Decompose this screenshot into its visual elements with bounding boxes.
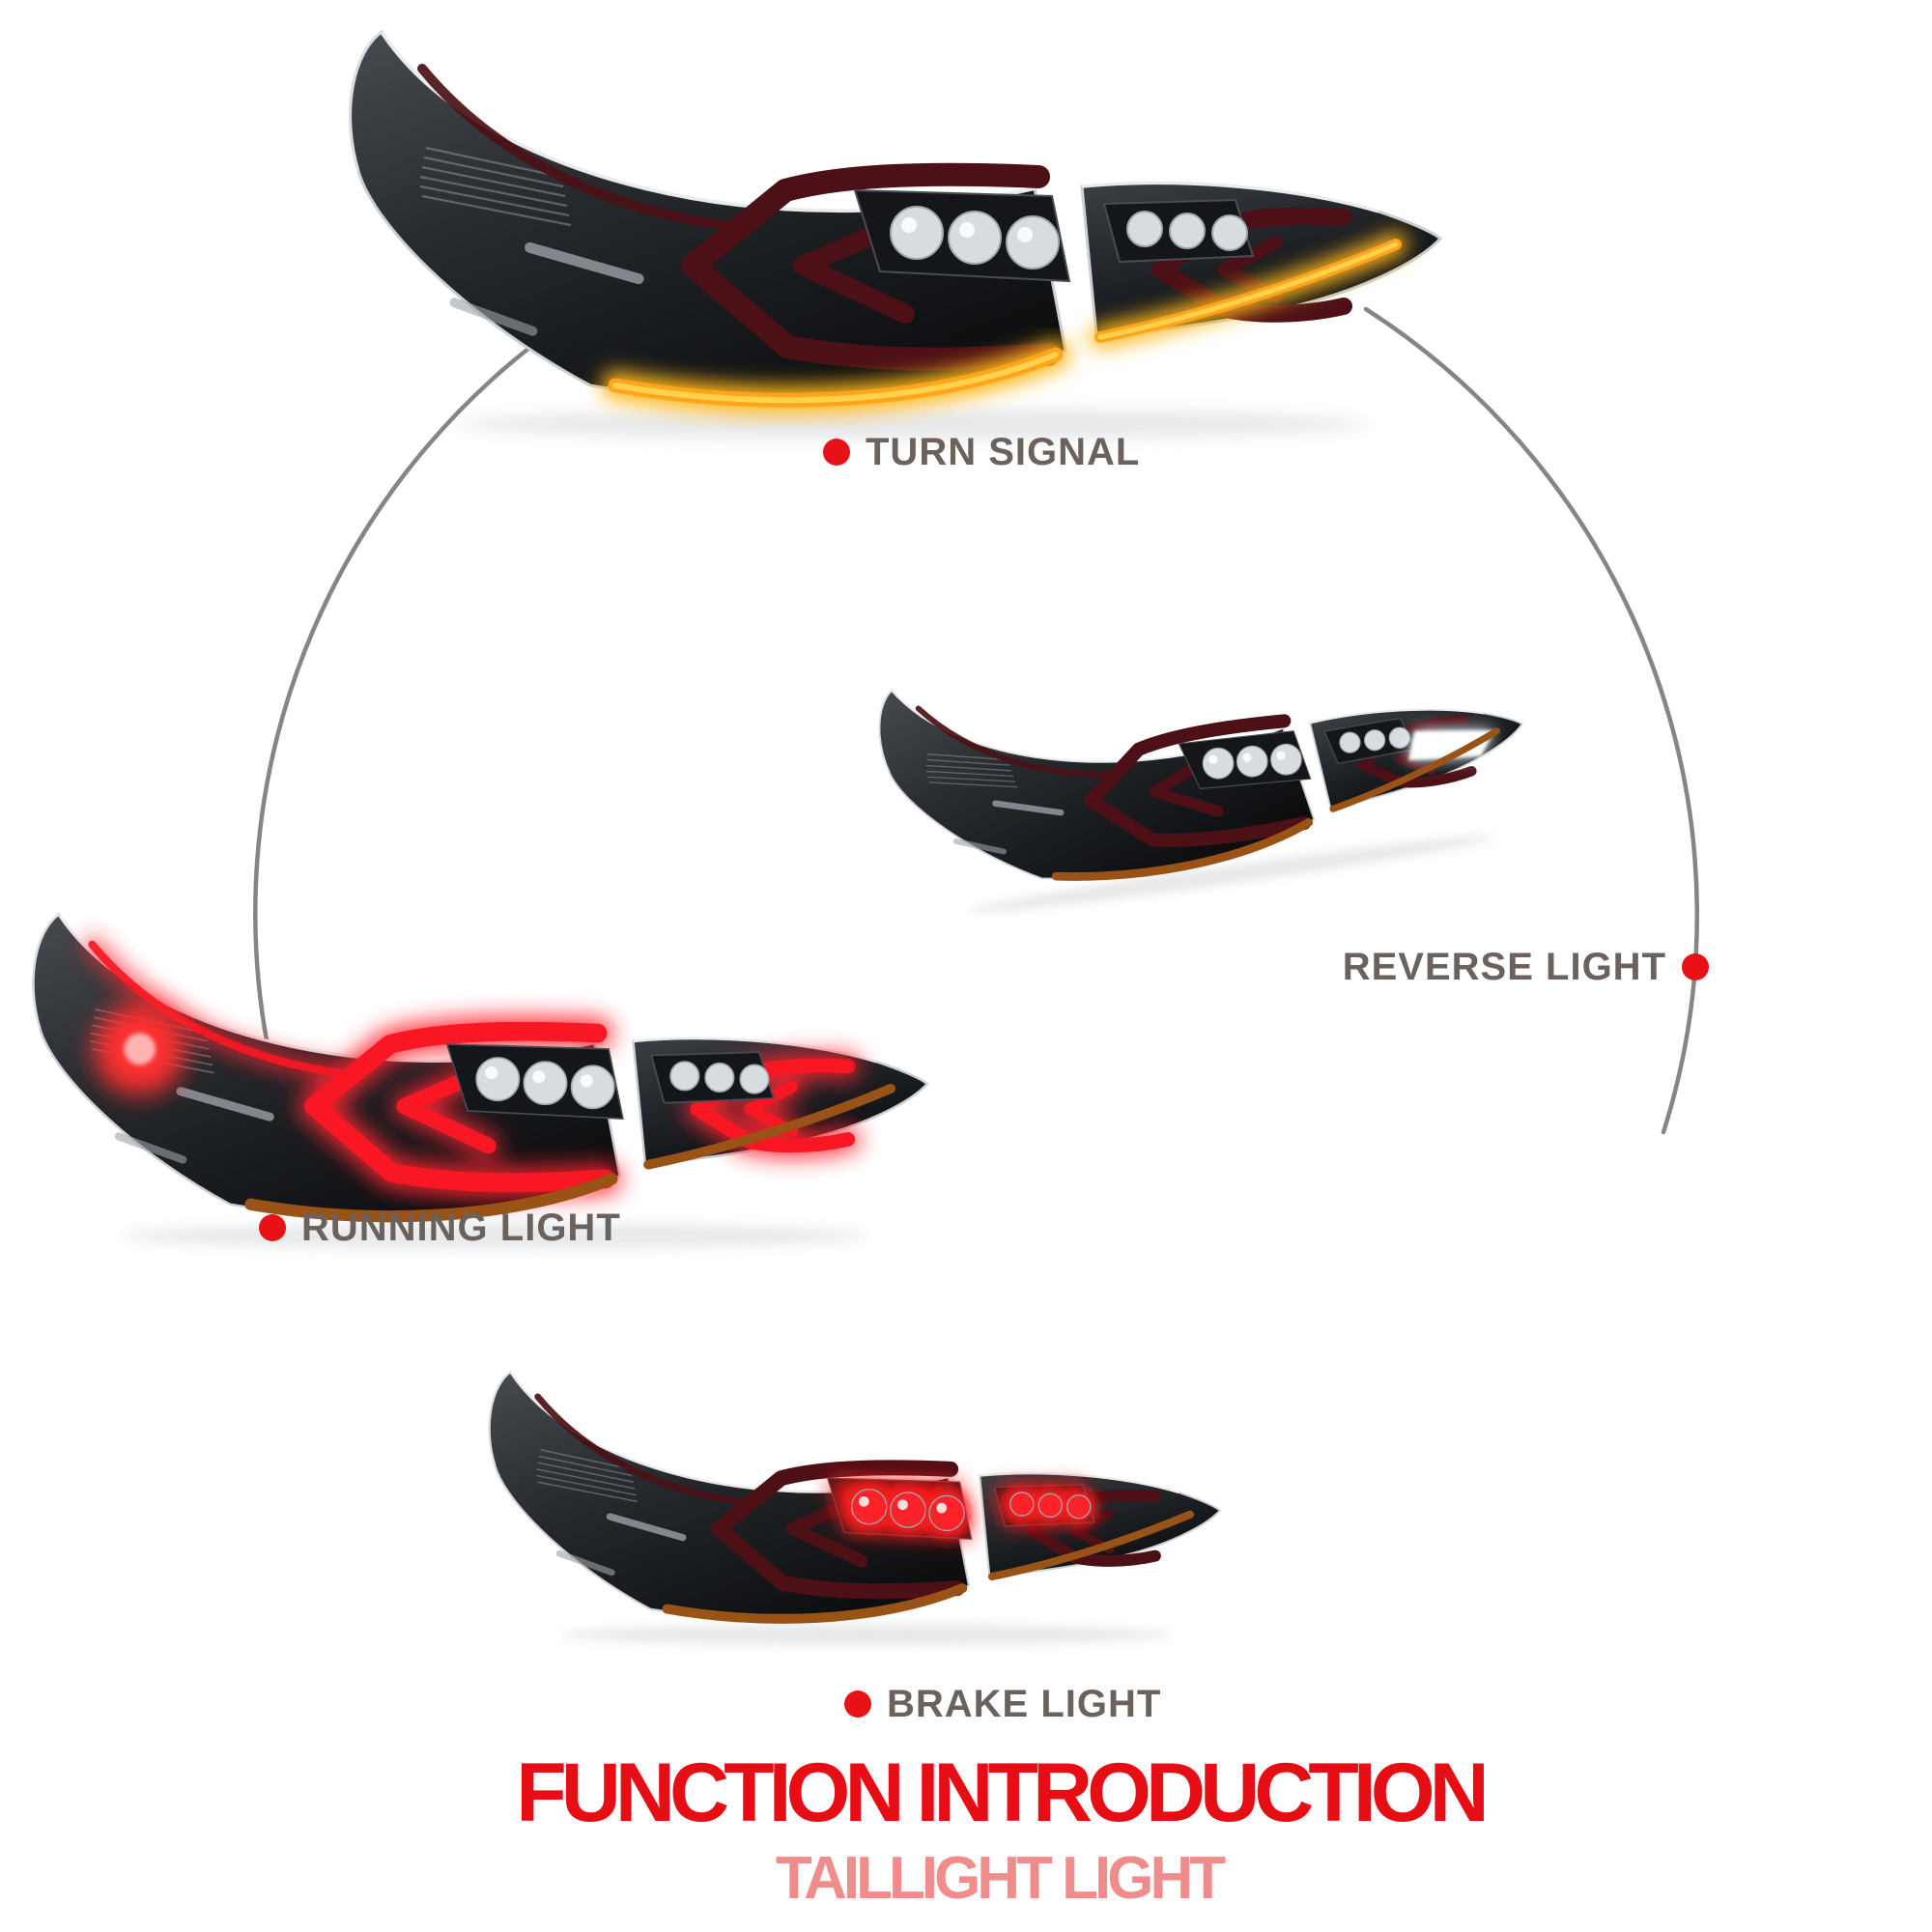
label-running-light: RUNNING LIGHT (259, 1201, 621, 1255)
taillight-photo-brake-light (490, 1372, 1220, 1645)
label-brake-light-text: BRAKE LIGHT (887, 1682, 1162, 1725)
connector-arc-left (253, 297, 602, 1114)
label-turn-signal-text: TURN SIGNAL (866, 430, 1141, 473)
label-reverse-light-text: REVERSE LIGHT (1342, 945, 1666, 988)
taillight-photo-running-light (33, 915, 926, 1249)
label-turn-signal: TURN SIGNAL (823, 425, 1140, 479)
marker-dot-turn (823, 439, 850, 466)
taillight-photo-reverse-light (873, 605, 1538, 929)
marker-dot-brake (844, 1690, 871, 1718)
connector-arc-right (1363, 306, 1700, 1135)
taillight-light-subtitle: TAILLIGHT LIGHT (775, 1845, 1226, 1912)
label-brake-light: BRAKE LIGHT (844, 1677, 1161, 1731)
marker-dot-running (259, 1214, 286, 1241)
marker-dot-reverse (1682, 953, 1709, 980)
label-reverse-light: REVERSE LIGHT (1343, 940, 1709, 994)
taillight-photo-turn-signal (351, 32, 1440, 440)
label-running-light-text: RUNNING LIGHT (301, 1206, 621, 1249)
function-introduction-title: FUNCTION INTRODUCTION (516, 1747, 1489, 1839)
